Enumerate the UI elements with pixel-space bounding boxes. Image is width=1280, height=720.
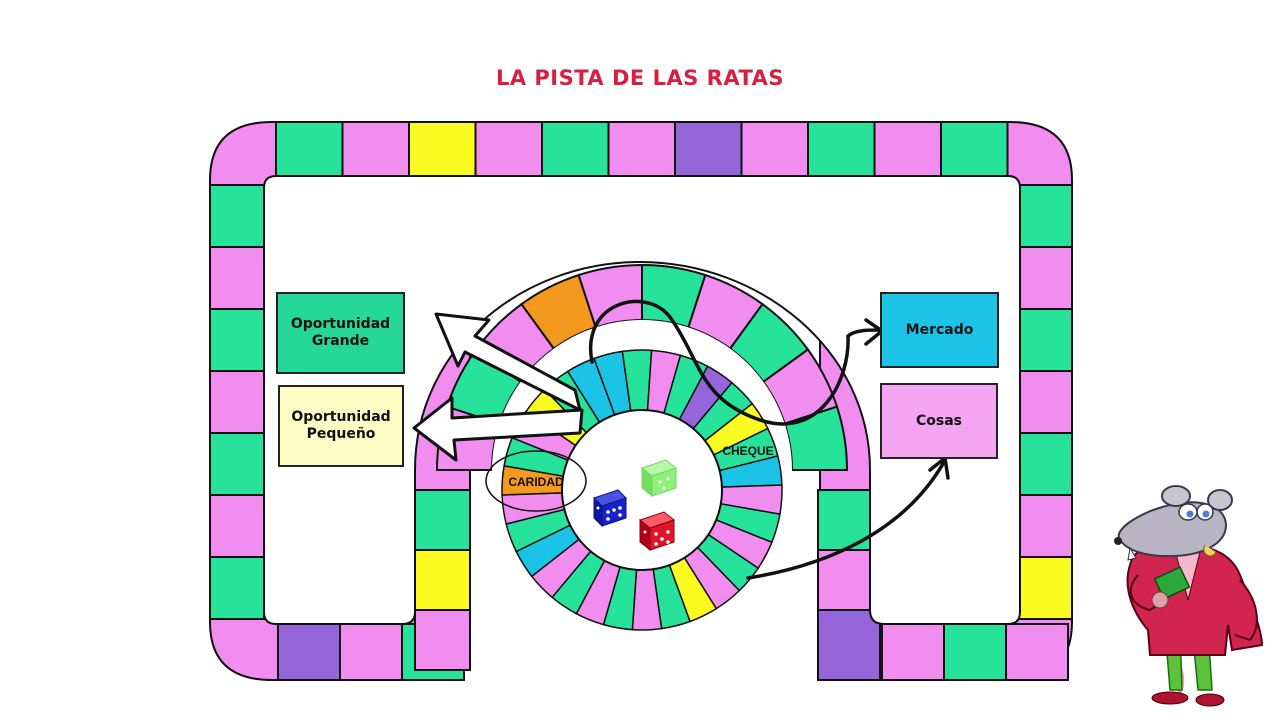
board-square xyxy=(414,609,471,671)
board-square xyxy=(341,121,410,177)
big-opportunity-card[interactable]: Oportunidad Grande xyxy=(276,292,405,374)
page-title: LA PISTA DE LAS RATAS xyxy=(495,66,785,90)
board-square xyxy=(277,623,341,681)
stuff-card[interactable]: Cosas xyxy=(880,383,998,459)
board-square xyxy=(209,184,265,248)
board-square xyxy=(414,489,471,551)
board-square xyxy=(209,556,265,620)
board-square xyxy=(275,121,344,177)
board-square xyxy=(674,121,743,177)
small-opportunity-card[interactable]: Oportunidad Pequeño xyxy=(278,385,404,467)
board-square xyxy=(740,121,809,177)
stuff-curve-arrow xyxy=(746,460,946,580)
paycheck-label: CHEQUE xyxy=(722,444,773,458)
board-square xyxy=(1005,623,1069,681)
board-square xyxy=(209,432,265,496)
red-die xyxy=(638,511,676,552)
board-square xyxy=(474,121,543,177)
charity-label: CARIDAD xyxy=(508,475,564,489)
board-square xyxy=(881,623,945,681)
board-square xyxy=(1018,370,1073,434)
board-square xyxy=(807,121,876,177)
board-square xyxy=(1018,184,1073,248)
board-square xyxy=(607,121,676,177)
board-square xyxy=(414,549,471,611)
board-square xyxy=(940,121,1009,177)
dice-area xyxy=(561,409,723,571)
rat-mascot xyxy=(1114,485,1264,707)
big-opportunity-arrow xyxy=(434,312,582,412)
market-curve-arrow xyxy=(588,299,882,426)
board-square xyxy=(339,623,403,681)
charity-outline xyxy=(485,450,587,512)
board-square xyxy=(209,308,265,372)
board-square xyxy=(541,121,610,177)
board-square xyxy=(1018,556,1073,620)
white-arrows xyxy=(412,312,584,462)
green-die xyxy=(640,459,678,498)
board-square xyxy=(943,623,1007,681)
market-card[interactable]: Mercado xyxy=(880,292,999,368)
inner-track xyxy=(501,349,783,631)
board-square xyxy=(209,370,265,434)
board-square xyxy=(873,121,942,177)
board-square xyxy=(1018,308,1073,372)
small-opportunity-arrow xyxy=(412,396,584,462)
board-square xyxy=(209,246,265,310)
board-square xyxy=(209,494,265,558)
board-square xyxy=(408,121,477,177)
board-square xyxy=(817,609,881,681)
board-square xyxy=(1018,494,1073,558)
blue-die xyxy=(593,489,627,528)
board-interior xyxy=(263,175,1021,625)
board-square xyxy=(1018,246,1073,310)
board-square xyxy=(1018,432,1073,496)
outer-track xyxy=(209,121,1073,681)
dice[interactable] xyxy=(593,459,678,552)
